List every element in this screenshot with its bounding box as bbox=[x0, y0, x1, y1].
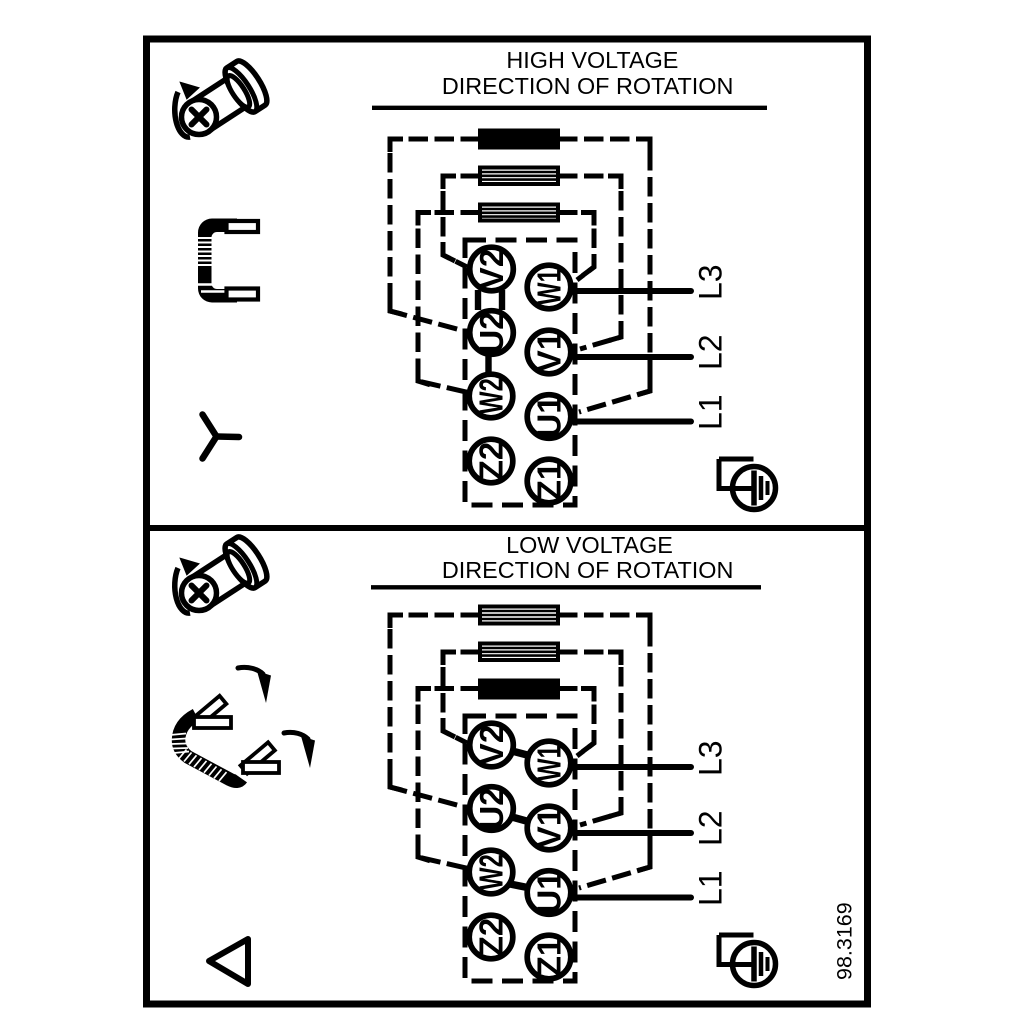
svg-text:DIRECTION OF ROTATION: DIRECTION OF ROTATION bbox=[442, 557, 734, 583]
svg-text:98.3169: 98.3169 bbox=[833, 902, 857, 980]
svg-text:DIRECTION OF ROTATION: DIRECTION OF ROTATION bbox=[442, 73, 734, 99]
svg-text:LOW VOLTAGE: LOW VOLTAGE bbox=[506, 532, 673, 558]
svg-text:HIGH VOLTAGE: HIGH VOLTAGE bbox=[506, 47, 678, 73]
